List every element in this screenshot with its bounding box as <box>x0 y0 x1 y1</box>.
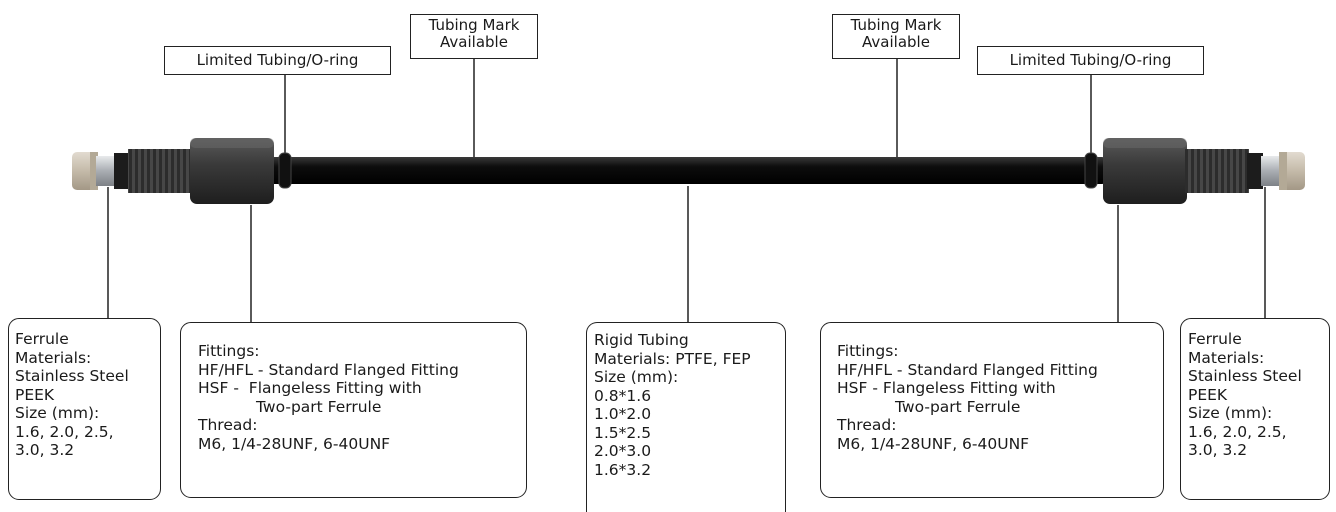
callout-limited-tubing-left: Limited Tubing/O-ring <box>164 46 391 75</box>
right-end-assembly <box>1084 138 1305 204</box>
ferrule-left-line: Size (mm): <box>15 404 100 422</box>
ferrule-left-line: 1.6, 2.0, 2.5, <box>15 422 114 441</box>
tubing-line: 2.0*3.0 <box>594 442 652 460</box>
ferrule-right-line: 3.0, 3.2 <box>1188 441 1248 459</box>
callout-limited-right-text: Limited Tubing/O-ring <box>1009 51 1172 69</box>
thread-right <box>1185 149 1249 193</box>
ferrule-right-line: Stainless Steel <box>1188 367 1302 385</box>
ferrule-card-left: Ferrule Materials: Stainless Steel PEEK … <box>8 318 161 500</box>
callout-mark-left-line2: Available <box>440 33 508 51</box>
callout-limited-tubing-right: Limited Tubing/O-ring <box>977 46 1204 75</box>
fittings-right-hsf-cont: Two-part Ferrule <box>895 397 1021 416</box>
tubing-line: 1.6*3.2 <box>594 460 652 479</box>
ferrule-right-line: Size (mm): <box>1188 404 1273 422</box>
ferrule-right-line: PEEK <box>1188 385 1228 404</box>
nut-left <box>190 138 274 204</box>
fittings-right-hf: HF/HFL - Standard Flanged Fitting <box>837 360 1098 379</box>
callout-tubing-mark-left: Tubing Mark Available <box>410 14 538 59</box>
fittings-right-thread-title: Thread: <box>837 416 897 434</box>
ferrule-left-line: PEEK <box>15 385 55 404</box>
fittings-right-title: Fittings: <box>837 342 899 360</box>
nut-right <box>1103 138 1187 204</box>
ferrule-steel-right <box>1261 156 1281 186</box>
tubing-line: 1.0*2.0 <box>594 405 652 423</box>
fittings-left-hsf: HSF - Flangeless Fitting with <box>198 379 422 397</box>
fittings-left-thread-title: Thread: <box>198 416 258 434</box>
tubing-card: Rigid Tubing Materials: PTFE, FEP Size (… <box>586 322 786 512</box>
tubing-line: 0.8*1.6 <box>594 386 652 405</box>
ferrule-right-line: Materials: <box>1188 348 1265 367</box>
fittings-left-hsf-cont: Two-part Ferrule <box>256 397 382 416</box>
o-ring-right <box>1084 152 1098 189</box>
fittings-card-left: Fittings: HF/HFL - Standard Flanged Fitt… <box>180 322 527 498</box>
fittings-left-threads: M6, 1/4-28UNF, 6-40UNF <box>198 434 391 453</box>
ferrule-right-line: 1.6, 2.0, 2.5, <box>1188 422 1287 441</box>
ferrule-left-line: Stainless Steel <box>15 367 129 385</box>
left-end-assembly <box>72 138 292 204</box>
fittings-card-right: Fittings: HF/HFL - Standard Flanged Fitt… <box>820 322 1164 498</box>
callout-tubing-mark-right: Tubing Mark Available <box>832 14 960 59</box>
rigid-tube <box>270 157 1106 184</box>
ferrule-card-right: Ferrule Materials: Stainless Steel PEEK … <box>1180 318 1330 500</box>
callout-limited-left-text: Limited Tubing/O-ring <box>196 51 359 69</box>
ferrule-steel-left <box>96 156 116 186</box>
ferrule-right-line: Ferrule <box>1188 330 1242 348</box>
fittings-left-hf: HF/HFL - Standard Flanged Fitting <box>198 360 459 379</box>
callout-mark-left-line1: Tubing Mark <box>428 16 520 34</box>
tubing-line: 1.5*2.5 <box>594 423 652 442</box>
thread-left <box>128 149 192 193</box>
ferrule-left-line: Materials: <box>15 348 92 367</box>
callout-mark-right-line1: Tubing Mark <box>850 16 942 34</box>
tubing-line: Materials: PTFE, FEP <box>594 349 751 368</box>
fittings-left-title: Fittings: <box>198 342 260 360</box>
tubing-line: Rigid Tubing <box>594 331 689 349</box>
o-ring-left <box>278 152 292 189</box>
tubing-line: Size (mm): <box>594 368 679 386</box>
fittings-right-threads: M6, 1/4-28UNF, 6-40UNF <box>837 434 1030 453</box>
callout-mark-right-line2: Available <box>862 33 930 51</box>
fittings-right-hsf: HSF - Flangeless Fitting with <box>837 379 1056 397</box>
ferrule-left-line: 3.0, 3.2 <box>15 441 75 459</box>
ferrule-left-line: Ferrule <box>15 330 69 348</box>
